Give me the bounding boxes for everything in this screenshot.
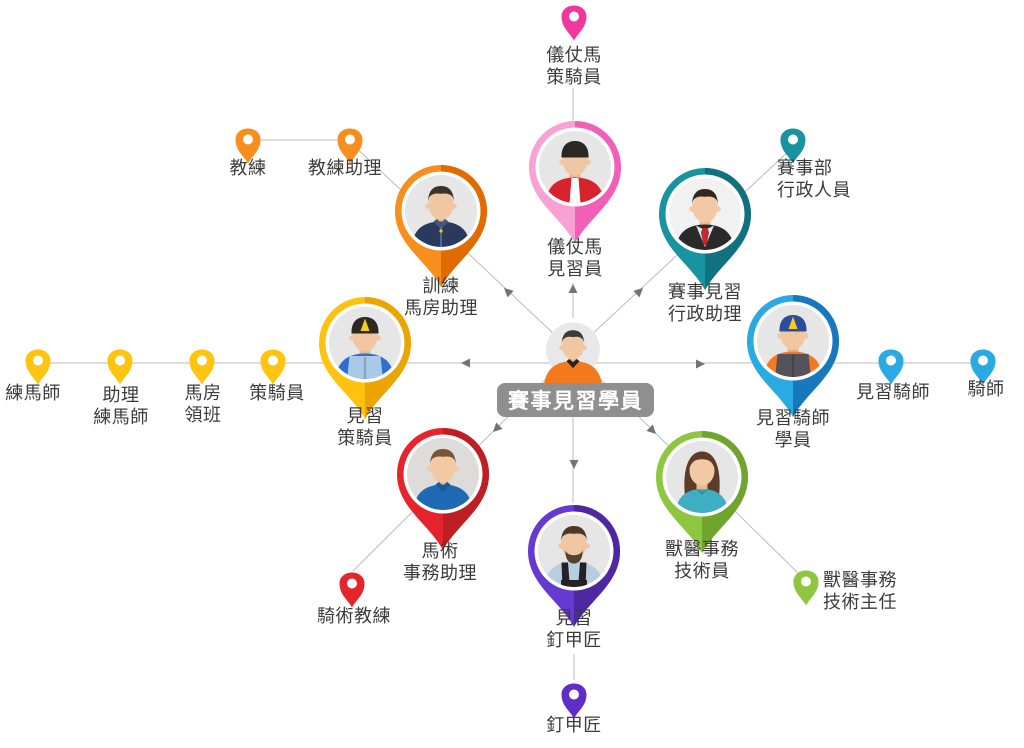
pin-racing-administration	[659, 168, 751, 290]
label-jockey-main: 見習騎師 學員	[756, 408, 830, 450]
pin-veterinary	[656, 431, 748, 553]
pin-equine-affairs	[397, 428, 489, 550]
avatar-farrier	[545, 526, 603, 587]
direction-arrow	[633, 288, 643, 298]
label-work-rider-step-2: 助理 練馬師	[93, 385, 149, 427]
label-equine-affairs-main: 馬術 事務助理	[403, 541, 477, 583]
node-racing-administration	[659, 168, 751, 292]
label-ceremonial-horse-main: 儀仗馬 見習員	[547, 237, 603, 279]
pin-training-stables	[395, 165, 487, 287]
center-role-badge: 賽事見習學員	[497, 383, 654, 417]
label-veterinary-main: 獸醫事務 技術員	[665, 539, 739, 581]
pin-jockey	[747, 295, 839, 417]
step-pin-training-stables-0	[337, 128, 363, 163]
step-pin-work-rider-1	[189, 349, 215, 384]
step-pin-jockey-1	[970, 349, 996, 384]
step-node-jockey-0	[877, 348, 905, 386]
label-training-stables-step-1: 教練	[229, 158, 267, 178]
direction-arrow	[568, 284, 578, 293]
step-pin-training-stables-1	[235, 128, 261, 163]
avatar-ceremonial-horse	[546, 141, 604, 203]
direction-arrow	[569, 460, 579, 469]
node-veterinary	[656, 431, 748, 555]
step-pin-veterinary-0	[793, 570, 819, 605]
step-pin-farrier-0	[561, 683, 587, 718]
step-node-veterinary-0	[792, 569, 820, 607]
label-equine-affairs-step-0: 騎術教練	[317, 606, 391, 626]
label-farrier-step-0: 釘甲匠	[546, 715, 602, 735]
avatar-racing-administration	[676, 189, 734, 250]
avatar-jockey	[764, 315, 822, 377]
step-pin-work-rider-3	[25, 349, 51, 384]
step-node-racing-administration-0	[779, 127, 807, 165]
step-node-work-rider-0	[259, 348, 287, 386]
step-node-training-stables-1	[234, 127, 262, 165]
avatar-veterinary	[676, 451, 728, 513]
step-node-equine-affairs-0	[338, 571, 366, 609]
step-node-work-rider-1	[188, 348, 216, 386]
node-ceremonial-horse	[529, 121, 621, 245]
label-jockey-step-1: 騎師	[967, 379, 1005, 399]
node-farrier	[528, 505, 620, 629]
node-work-rider	[319, 297, 411, 421]
label-ceremonial-horse-step-0: 儀仗馬 策騎員	[546, 45, 602, 87]
label-work-rider-step-3: 練馬師	[5, 383, 61, 403]
direction-arrow	[461, 358, 470, 368]
step-pin-ceremonial-horse-0	[561, 5, 587, 40]
step-node-ceremonial-horse-0	[560, 4, 588, 42]
node-training-stables	[395, 165, 487, 289]
step-pin-jockey-0	[878, 349, 904, 384]
label-racing-administration-main: 賽事見習 行政助理	[668, 282, 742, 324]
direction-arrow	[696, 359, 705, 369]
label-work-rider-main: 見習 策騎員	[337, 406, 393, 448]
avatar-training-stables	[412, 186, 470, 247]
node-equine-affairs	[397, 428, 489, 552]
label-work-rider-step-0: 策騎員	[249, 383, 305, 403]
direction-arrow	[646, 424, 656, 434]
step-node-training-stables-0	[336, 127, 364, 165]
step-node-jockey-1	[969, 348, 997, 386]
label-farrier-main: 見習 釘甲匠	[546, 608, 602, 650]
pin-ceremonial-horse	[529, 121, 621, 243]
center-avatar-image	[543, 322, 603, 392]
label-racing-administration-step-0: 賽事部 行政人員	[777, 158, 851, 200]
step-pin-racing-administration-0	[780, 128, 806, 163]
step-node-work-rider-2	[106, 348, 134, 386]
center-avatar	[533, 312, 613, 392]
avatar-equine-affairs	[414, 449, 472, 510]
step-node-farrier-0	[560, 682, 588, 720]
pin-work-rider	[319, 297, 411, 419]
label-jockey-step-0: 見習騎師	[856, 382, 930, 402]
label-training-stables-step-0: 教練助理	[308, 158, 382, 178]
label-work-rider-step-1: 馬房 領班	[184, 383, 222, 425]
avatar-work-rider	[336, 317, 394, 379]
step-pin-work-rider-2	[107, 349, 133, 384]
step-node-work-rider-3	[24, 348, 52, 386]
step-pin-equine-affairs-0	[339, 572, 365, 607]
pin-farrier	[528, 505, 620, 627]
label-veterinary-step-0: 獸醫事務 技術主任	[823, 570, 897, 612]
direction-arrow	[504, 288, 514, 298]
center-role-label: 賽事見習學員	[508, 390, 643, 413]
label-training-stables-main: 訓練 馬房助理	[404, 276, 478, 318]
node-jockey	[747, 295, 839, 419]
step-pin-work-rider-0	[260, 349, 286, 384]
